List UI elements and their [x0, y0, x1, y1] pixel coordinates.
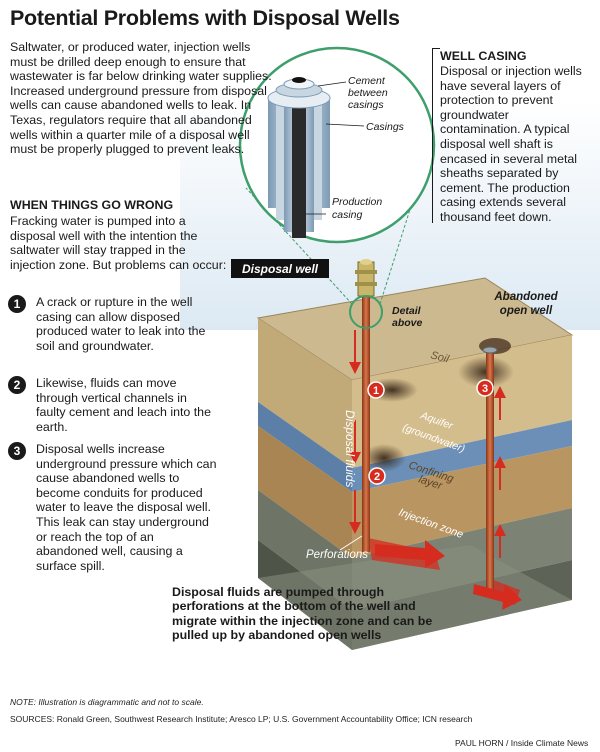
- aquifer-layer-front: [258, 402, 352, 492]
- disposal-well-tag: [231, 259, 329, 278]
- step-2-text: Likewise, fluids can move through vertic…: [36, 376, 211, 434]
- detail-above-label-2: above: [392, 317, 423, 329]
- page-title: Potential Problems with Disposal Wells: [10, 6, 400, 30]
- casings-label: Casings: [366, 121, 405, 133]
- injection-flow-arrows: [375, 540, 522, 610]
- marker-1: 1: [367, 381, 385, 399]
- detail-above-label-1: Detail: [392, 305, 422, 317]
- detail-marker-circle: [349, 295, 383, 329]
- wellhead-cap: [360, 259, 372, 265]
- step-2-number: 2: [8, 376, 26, 394]
- casing-bracket: [432, 48, 441, 223]
- step-1-text: A crack or rupture in the well casing ca…: [36, 295, 206, 353]
- disposal-well-pipe: [362, 292, 370, 552]
- cement-label-1: Cement: [348, 75, 386, 87]
- wellhead-valve-2: [355, 282, 377, 286]
- wellhead: [357, 261, 375, 297]
- abandoned-well-label-1: Abandoned: [493, 291, 558, 303]
- when-things-go-wrong-text: Fracking water is pumped into a disposal…: [10, 214, 227, 272]
- cement-label-3: casings: [348, 99, 384, 111]
- production-label-1: Production: [332, 196, 382, 208]
- sources: SOURCES: Ronald Green, Southwest Researc…: [10, 714, 473, 724]
- abandoned-well-label-2: open well: [500, 305, 553, 317]
- casing-cross-section: [267, 77, 331, 238]
- svg-text:1: 1: [373, 385, 379, 397]
- well-casing-heading: WELL CASING: [440, 49, 527, 63]
- leak-cloud-2: [362, 444, 406, 472]
- step-3-text: Disposal wells increase underground pres…: [36, 442, 217, 573]
- wellhead-valve-1: [355, 270, 377, 274]
- credit: PAUL HORN / Inside Climate News: [455, 738, 589, 748]
- soil-layer-side: [352, 335, 572, 468]
- svg-text:2: 2: [374, 471, 380, 483]
- production-label-2: casing: [332, 209, 363, 221]
- confining-layer-side: [352, 446, 572, 558]
- detail-leader-lines: [306, 81, 365, 215]
- confining-layer-front: [258, 426, 352, 558]
- marker-3: 3: [476, 379, 494, 397]
- when-things-go-wrong-heading: WHEN THINGS GO WRONG: [10, 198, 174, 212]
- casing-bracket-top: [432, 48, 440, 49]
- disposal-fluids-label: Disposal fluids: [343, 410, 357, 487]
- well-casing-text: Disposal or injection wells have several…: [440, 64, 582, 224]
- soil-layer-front: [258, 318, 352, 468]
- cement-label-2: between: [348, 87, 388, 99]
- abandoned-well-top: [482, 346, 498, 354]
- step-3-number: 3: [8, 442, 26, 460]
- marker-2: 2: [368, 467, 386, 485]
- note: NOTE: Illustration is diagrammatic and n…: [10, 697, 204, 707]
- abandoned-well-pipe: [486, 350, 494, 590]
- soil-label: Soil: [429, 349, 450, 365]
- intro-paragraph: Saltwater, or produced water, injection …: [10, 40, 272, 157]
- disposal-well-label: Disposal well: [242, 262, 319, 276]
- step-1-number: 1: [8, 295, 26, 313]
- aquifer-layer-side: [352, 420, 572, 492]
- diagram-caption: Disposal fluids are pumped through perfo…: [172, 585, 433, 643]
- perforations-label: Perforations: [306, 549, 368, 561]
- perforations-leader: [339, 535, 363, 551]
- svg-text:3: 3: [482, 383, 488, 395]
